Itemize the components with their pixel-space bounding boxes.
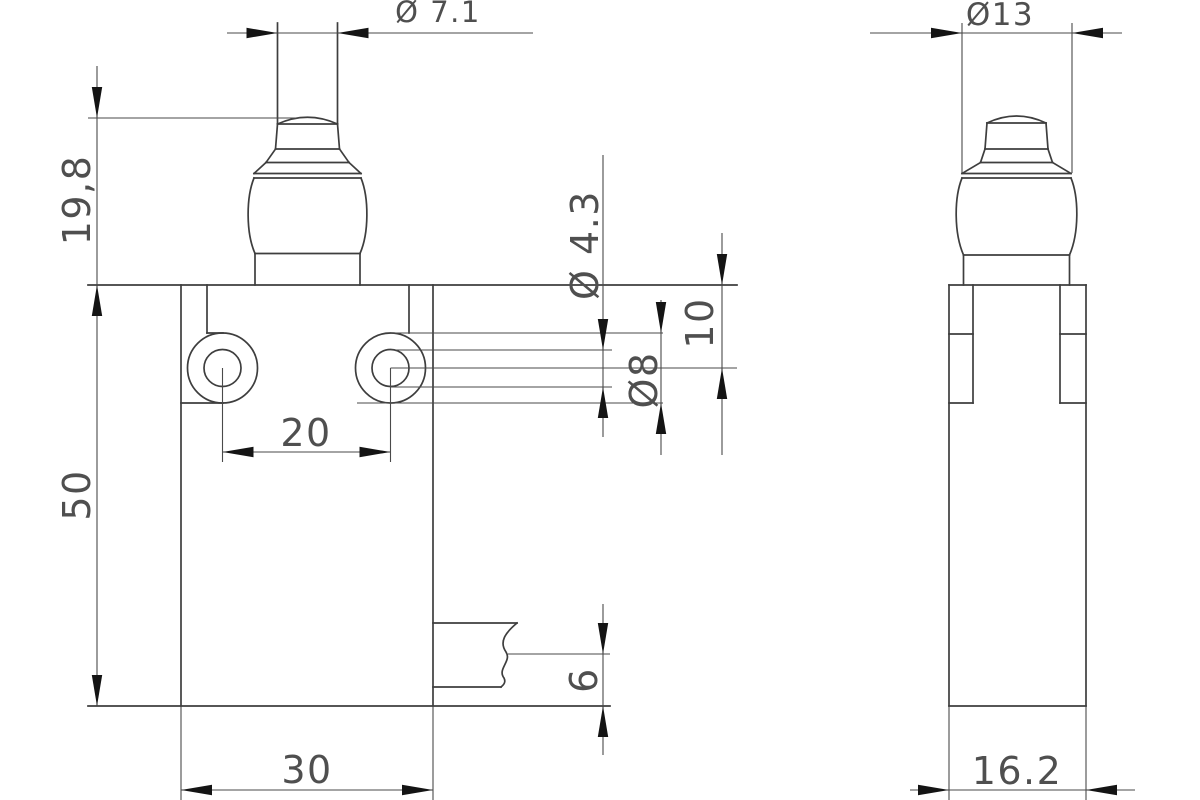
dimension-plunger-height-and-body-height: 19,8 50 bbox=[55, 66, 300, 706]
dimension-stem-diameter: Ø 7.1 bbox=[227, 0, 533, 39]
dim-label-hole-offset: 10 bbox=[678, 297, 722, 348]
side-view bbox=[948, 115, 1087, 707]
dimension-arrowhead bbox=[931, 27, 962, 39]
dimension-arrowhead bbox=[716, 368, 728, 399]
dimension-arrowhead bbox=[337, 27, 369, 39]
side-dome-arc bbox=[985, 115, 1048, 125]
side-flare-right bbox=[1046, 147, 1054, 164]
dimension-bore-diameter: Ø 4.3 bbox=[563, 155, 609, 437]
plunger-flare-right bbox=[338, 147, 351, 164]
dimension-arrowhead bbox=[181, 784, 212, 796]
dim-label-terminal-offset: 6 bbox=[562, 667, 606, 693]
plunger-cap-left bbox=[274, 123, 279, 150]
terminal-break-line bbox=[499, 621, 519, 689]
dimension-arrowhead bbox=[1086, 784, 1117, 796]
dimension-hole-offset-from-top: 10 bbox=[678, 233, 728, 455]
side-flare-left bbox=[979, 147, 987, 164]
dimension-arrowhead bbox=[359, 446, 391, 458]
dimension-arrowhead bbox=[716, 254, 728, 285]
dimension-arrowhead bbox=[91, 285, 103, 316]
dim-label-hole-spacing: 20 bbox=[280, 411, 331, 455]
dimension-hole-extension-lines bbox=[357, 332, 737, 404]
dimension-arrowhead bbox=[91, 675, 103, 706]
dimension-body-width: 30 bbox=[180, 706, 434, 800]
dimension-arrowhead bbox=[402, 784, 433, 796]
dimension-terminal-offset: 6 bbox=[508, 604, 610, 755]
dimension-arrowhead bbox=[246, 27, 278, 39]
plunger-flare2-right bbox=[347, 161, 363, 175]
dimension-arrowhead bbox=[597, 623, 609, 654]
mounting-holes bbox=[186, 332, 427, 404]
plunger-barrel-left bbox=[247, 176, 257, 255]
dim-label-bore-diameter: Ø 4.3 bbox=[563, 190, 607, 300]
plunger-dome-arc bbox=[276, 116, 339, 126]
front-body bbox=[87, 284, 738, 707]
dimension-arrowhead bbox=[1072, 27, 1103, 39]
front-plunger bbox=[247, 22, 368, 286]
dim-label-counterbore-diameter: Ø8 bbox=[622, 351, 666, 408]
dim-label-body-depth: 16.2 bbox=[972, 749, 1063, 793]
plunger-cap-right bbox=[336, 123, 341, 150]
dimension-arrowhead bbox=[222, 446, 254, 458]
plunger-barrel-right bbox=[358, 176, 368, 255]
dimension-arrowhead bbox=[918, 784, 949, 796]
plunger-flare-left bbox=[264, 147, 277, 164]
dimension-arrowhead bbox=[91, 87, 103, 118]
dimension-arrowhead bbox=[597, 319, 609, 350]
front-view bbox=[87, 22, 738, 707]
dimension-side-plunger-diameter: Ø13 bbox=[870, 0, 1122, 173]
side-plunger bbox=[955, 115, 1078, 286]
side-flare2-left bbox=[960, 161, 982, 175]
dim-label-stem-diameter: Ø 7.1 bbox=[395, 0, 481, 29]
side-cap-right bbox=[1045, 122, 1049, 150]
dimension-hole-spacing: 20 bbox=[221, 368, 392, 462]
side-flare2-right bbox=[1051, 161, 1073, 175]
dimension-arrowhead bbox=[655, 302, 667, 333]
terminal-tab bbox=[432, 621, 519, 689]
side-barrel-left bbox=[955, 176, 965, 257]
side-cap-left bbox=[984, 122, 988, 150]
dim-label-body-height: 50 bbox=[55, 469, 99, 520]
dimension-body-depth: 16.2 bbox=[910, 706, 1135, 800]
dimension-arrowhead bbox=[597, 706, 609, 737]
dim-label-side-plunger-diameter: Ø13 bbox=[966, 0, 1034, 33]
dimension-counterbore-diameter: Ø8 bbox=[622, 300, 667, 455]
dim-label-body-width: 30 bbox=[281, 748, 332, 792]
dim-label-plunger-height: 19,8 bbox=[55, 155, 99, 246]
side-barrel-right bbox=[1068, 176, 1078, 257]
side-body bbox=[948, 284, 1087, 707]
plunger-flare2-left bbox=[252, 161, 268, 175]
